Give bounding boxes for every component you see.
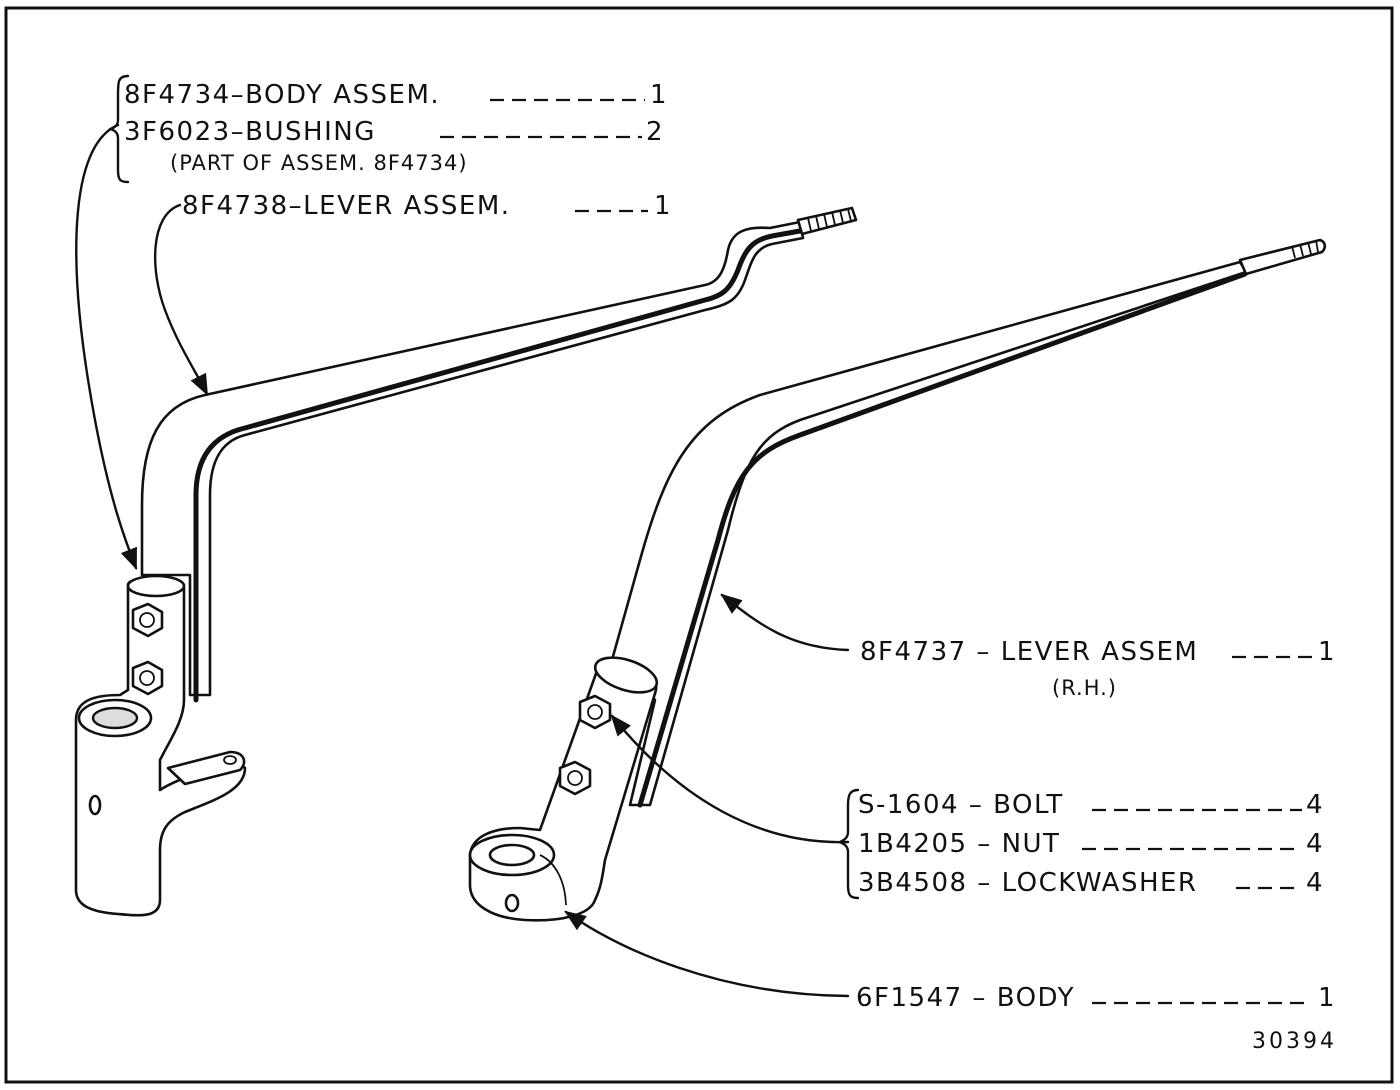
label-body-assem: 8F4734–BODY ASSEM. — [124, 80, 440, 110]
note-lever-rh: (R.H.) — [1052, 676, 1117, 700]
figure-number: 30394 — [1252, 1029, 1337, 1054]
qty-lockwasher: 4 — [1306, 868, 1324, 898]
right-lever-threaded-tip — [1238, 238, 1327, 276]
left-clamp-ear — [166, 750, 246, 786]
qty-body: 1 — [1318, 983, 1336, 1013]
qty-lever-rh: 1 — [1318, 637, 1336, 667]
left-lever-threaded-tip — [796, 206, 858, 236]
leader-body-assem — [75, 123, 138, 571]
right-upper-nut — [578, 694, 612, 730]
right-body-casting — [468, 657, 658, 922]
leader-hardware — [610, 714, 850, 844]
left-body-casting — [74, 576, 247, 917]
label-bolt: S-1604 – BOLT — [858, 790, 1064, 820]
brace-hardware-group — [838, 788, 860, 900]
right-clamp-split — [539, 854, 567, 906]
left-lever-edge — [193, 228, 803, 703]
leader-lever-rh — [720, 593, 850, 652]
drawing-border — [4, 6, 1394, 1084]
leader-body — [564, 910, 850, 998]
left-tube-top — [126, 574, 186, 598]
label-body: 6F1547 – BODY — [856, 983, 1075, 1013]
label-lever-rh: 8F4737 – LEVER ASSEM — [860, 637, 1198, 667]
brace-top-group — [108, 74, 130, 184]
label-bushing: 3F6023–BUSHING — [124, 117, 376, 147]
label-nut: 1B4205 – NUT — [858, 829, 1060, 859]
left-lower-nut — [131, 660, 164, 696]
label-lever-lh: 8F4738–LEVER ASSEM. — [182, 191, 511, 221]
left-upper-nut — [131, 602, 164, 638]
left-bushing — [91, 706, 139, 730]
right-lever-edge — [637, 271, 1248, 808]
right-lever-bar — [610, 260, 1248, 807]
qty-bolt: 4 — [1306, 790, 1324, 820]
left-body-hole — [88, 794, 102, 816]
qty-bushing: 2 — [646, 117, 664, 147]
leader-lever-lh — [153, 203, 209, 396]
right-tube-top — [593, 656, 659, 694]
right-body-hole — [504, 893, 520, 913]
right-lower-nut — [558, 760, 592, 796]
note-bushing: (PART OF ASSEM. 8F4734) — [170, 151, 468, 175]
qty-body-assem: 1 — [650, 80, 668, 110]
left-lever-assembly — [74, 206, 858, 917]
label-lockwasher: 3B4508 – LOCKWASHER — [858, 868, 1198, 898]
qty-lever-lh: 1 — [654, 191, 672, 221]
qty-nut: 4 — [1306, 829, 1324, 859]
